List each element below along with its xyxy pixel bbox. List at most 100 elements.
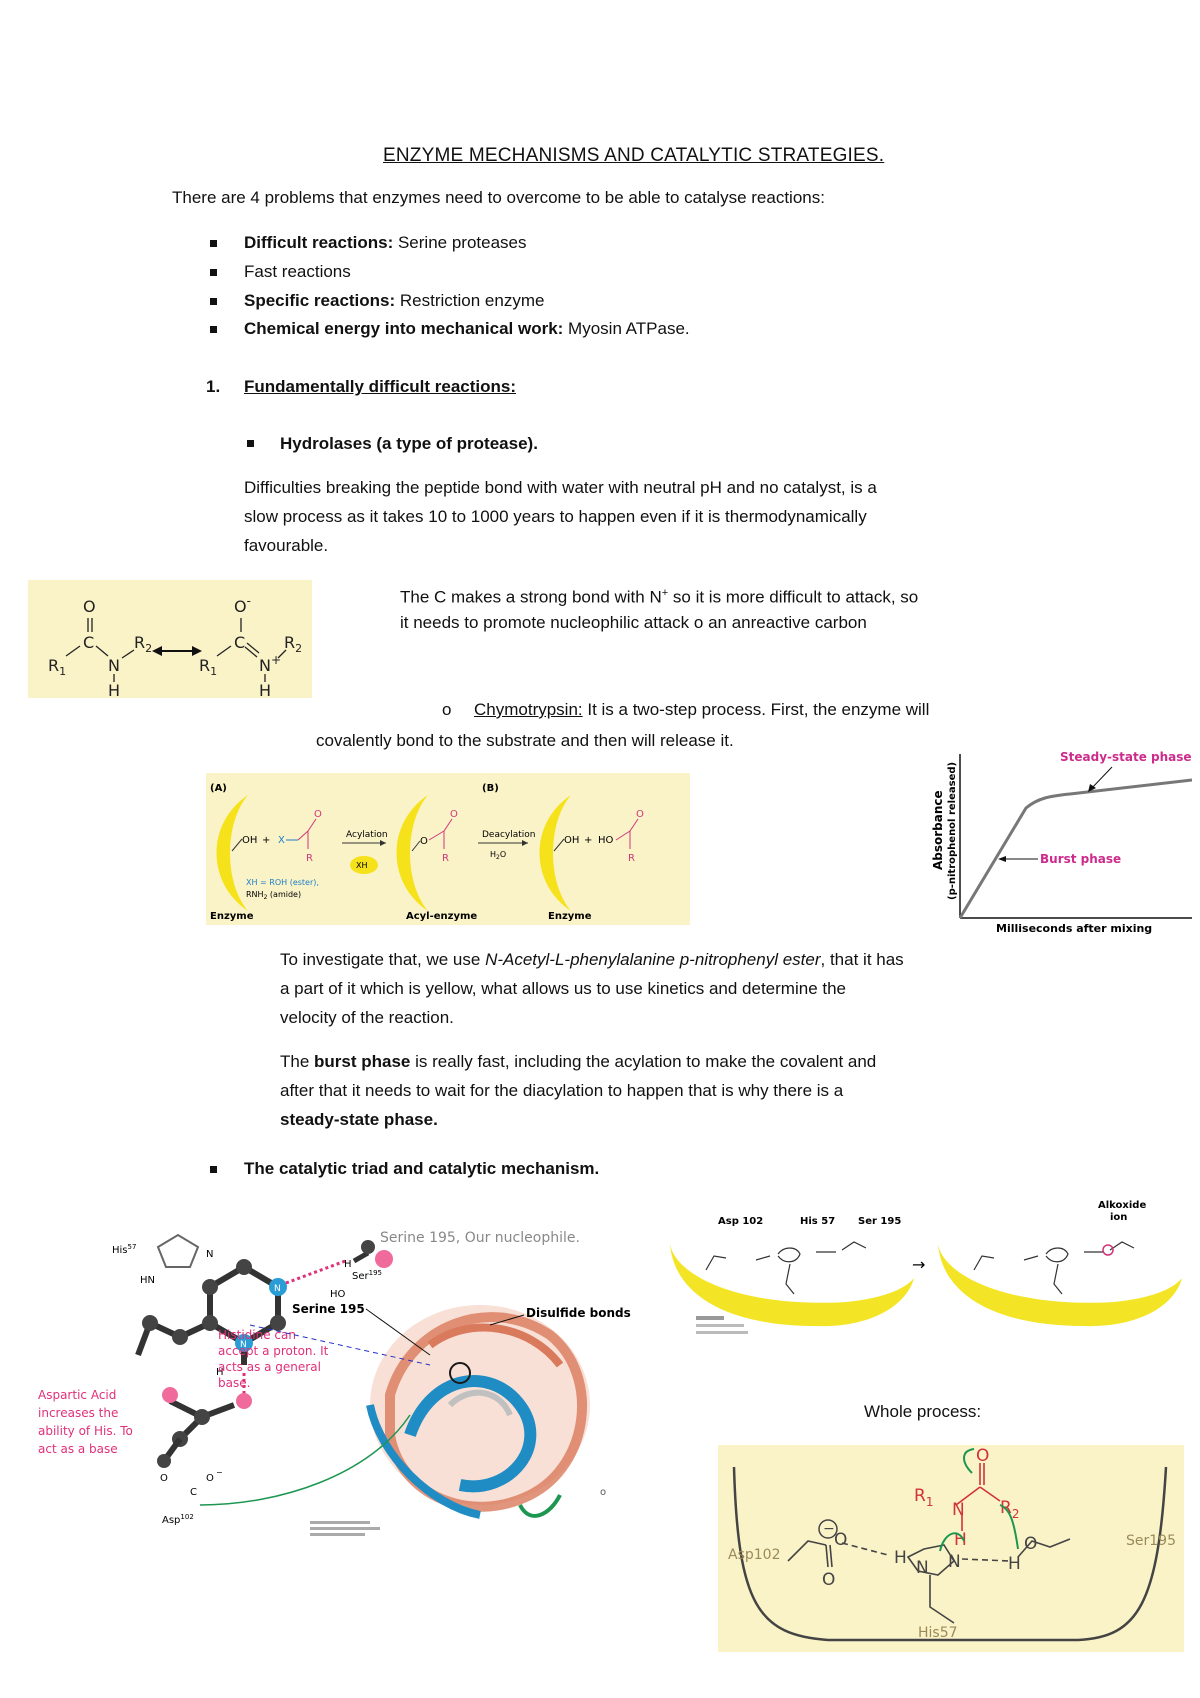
enzyme-crescent xyxy=(216,795,248,911)
plus-sign: + xyxy=(584,835,592,846)
triad-scheme-diagram: Asp 102 His 57 Ser 195 → Alkoxide ion xyxy=(670,1200,1182,1334)
burst-line: steady-state phase. xyxy=(280,1110,438,1129)
xh-note: RNH2 (amide) xyxy=(246,890,301,901)
atom-label: R xyxy=(306,853,313,864)
aspartic-note: ability of His. To xyxy=(38,1424,133,1438)
chymotrypsin-line: covalently bond to the substrate and the… xyxy=(316,731,734,750)
stray-mark: o xyxy=(600,1487,606,1498)
enzyme-crescent xyxy=(396,795,428,911)
amide-resonance-diagram: O C R1 N R2 H O- C R1 N+ R2 xyxy=(48,594,302,700)
byproduct-label: XH xyxy=(356,861,368,870)
acylation-scheme-diagram: (A) (B) OH + X O R Acylation XH XH = ROH… xyxy=(210,783,644,922)
list-item-text: Myosin ATPase. xyxy=(563,319,690,338)
plus-sign: + xyxy=(262,835,270,846)
enzyme-crescent xyxy=(539,795,571,911)
histidine-note: acts as a general xyxy=(218,1360,321,1374)
y-axis-label: (p-nitrophenol released) xyxy=(947,762,958,900)
svg-text:−: − xyxy=(823,1521,835,1537)
atom-label: H xyxy=(108,681,120,698)
histidine-note: base. xyxy=(218,1376,250,1390)
residue-label: Asp102 xyxy=(728,1547,780,1563)
atom-label: H xyxy=(954,1530,967,1550)
paragraph-line: favourable. xyxy=(244,536,329,555)
residue-label: Ser 195 xyxy=(858,1216,901,1227)
burst-phase-chart: Steady-state phase Burst phase Milliseco… xyxy=(930,740,1193,936)
atom-label: N+ xyxy=(259,653,281,675)
burst-line: after that it needs to wait for the diac… xyxy=(280,1081,844,1100)
list-item: Chemical energy into mechanical work: My… xyxy=(244,314,690,343)
enzyme-crescent xyxy=(938,1244,1182,1327)
atom-label: C xyxy=(234,633,245,652)
bullet-icon xyxy=(210,1166,217,1173)
steady-state-label: Steady-state phase xyxy=(1060,750,1192,764)
atom-label: O xyxy=(822,1570,835,1590)
whole-mechanism-diagram: Asp102 Ser195 His57 − O O H N N H O xyxy=(728,1446,1176,1642)
catalytic-triad-figure: His57 HN N N N H H Ser xyxy=(30,1205,650,1545)
residue-label: Asp 102 xyxy=(718,1216,763,1227)
atom-label: R xyxy=(442,853,449,864)
group-label: HO xyxy=(598,835,614,846)
chymotrypsin-term: Chymotrypsin: xyxy=(474,700,583,719)
histidine-note: accept a proton. It xyxy=(218,1344,329,1358)
atom-label: C xyxy=(83,633,94,652)
bullet-icon xyxy=(210,298,217,305)
investigate-line: velocity of the reaction. xyxy=(280,1008,454,1027)
svg-text:−: − xyxy=(216,1468,223,1477)
atom-label: H xyxy=(216,1367,224,1378)
stage-label: Enzyme xyxy=(210,911,254,922)
atom-label: H xyxy=(894,1548,907,1568)
sub-bullet-marker: o xyxy=(442,700,452,719)
enzyme-crescent xyxy=(670,1244,914,1327)
atom-label: R1 xyxy=(914,1486,933,1509)
paragraph-line: Difficulties breaking the peptide bond w… xyxy=(244,478,877,497)
group-label: X xyxy=(278,835,285,846)
atom-label: O xyxy=(83,597,96,616)
panel-label: (B) xyxy=(482,783,499,794)
resonance-text-line: it needs to promote nucleophilic attack … xyxy=(400,613,867,632)
atom-label: O- xyxy=(234,594,251,616)
atom-label: O xyxy=(636,809,644,820)
intro-text: There are 4 problems that enzymes need t… xyxy=(172,188,825,207)
atom-label: C xyxy=(190,1487,197,1498)
aspartic-note: increases the xyxy=(38,1406,118,1420)
water-label: H2O xyxy=(490,850,506,861)
histidine-note: Histidine can xyxy=(218,1328,296,1342)
alkoxide-label: Alkoxide xyxy=(1098,1200,1146,1211)
list-item-text: Fast reactions xyxy=(244,262,351,281)
step-label: Acylation xyxy=(346,830,388,840)
atom-label: N xyxy=(240,1340,247,1350)
atom-label: H xyxy=(344,1259,352,1270)
atom-label: R2 xyxy=(284,633,302,655)
xh-note: XH = ROH (ester), xyxy=(246,878,319,887)
atom-label: O xyxy=(834,1530,847,1550)
atom-label: R1 xyxy=(199,656,217,678)
atom-label: O xyxy=(160,1473,168,1484)
bullet-icon xyxy=(210,269,217,276)
residue-label: His 57 xyxy=(800,1216,835,1227)
bullet-icon xyxy=(210,326,217,333)
group-label: OH xyxy=(242,835,257,846)
atom-label: N xyxy=(952,1500,965,1520)
atom-label: N xyxy=(108,656,120,675)
list-item: Specific reactions: Restriction enzyme xyxy=(244,286,544,315)
triad-heading: The catalytic triad and catalytic mechan… xyxy=(244,1159,600,1178)
aspartic-note: act as a base xyxy=(38,1442,118,1456)
atom-label: R1 xyxy=(48,656,66,678)
atom-label: N xyxy=(948,1552,961,1572)
list-item-text: Restriction enzyme xyxy=(395,291,545,310)
atom-label: O xyxy=(206,1473,214,1484)
x-axis-label: Milliseconds after mixing xyxy=(996,922,1152,935)
residue-label: His57 xyxy=(112,1243,136,1256)
whole-process-label: Whole process: xyxy=(864,1402,982,1421)
atom-label: H xyxy=(259,681,271,698)
hydrolases-heading: Hydrolases (a type of protease). xyxy=(280,434,538,453)
disulfide-label: Disulfide bonds xyxy=(526,1306,631,1320)
atom-label: O xyxy=(314,809,322,820)
list-item-bold: Specific reactions: xyxy=(244,291,396,310)
atom-label: H xyxy=(1008,1554,1021,1574)
atom-label: N xyxy=(274,1284,281,1294)
residue-label: His57 xyxy=(918,1625,958,1641)
atom-label: R2 xyxy=(134,633,152,655)
page-title: ENZYME MECHANISMS AND CATALYTIC STRATEGI… xyxy=(383,145,885,166)
resonance-text-line: The C makes a strong bond with N+ so it … xyxy=(400,587,919,607)
